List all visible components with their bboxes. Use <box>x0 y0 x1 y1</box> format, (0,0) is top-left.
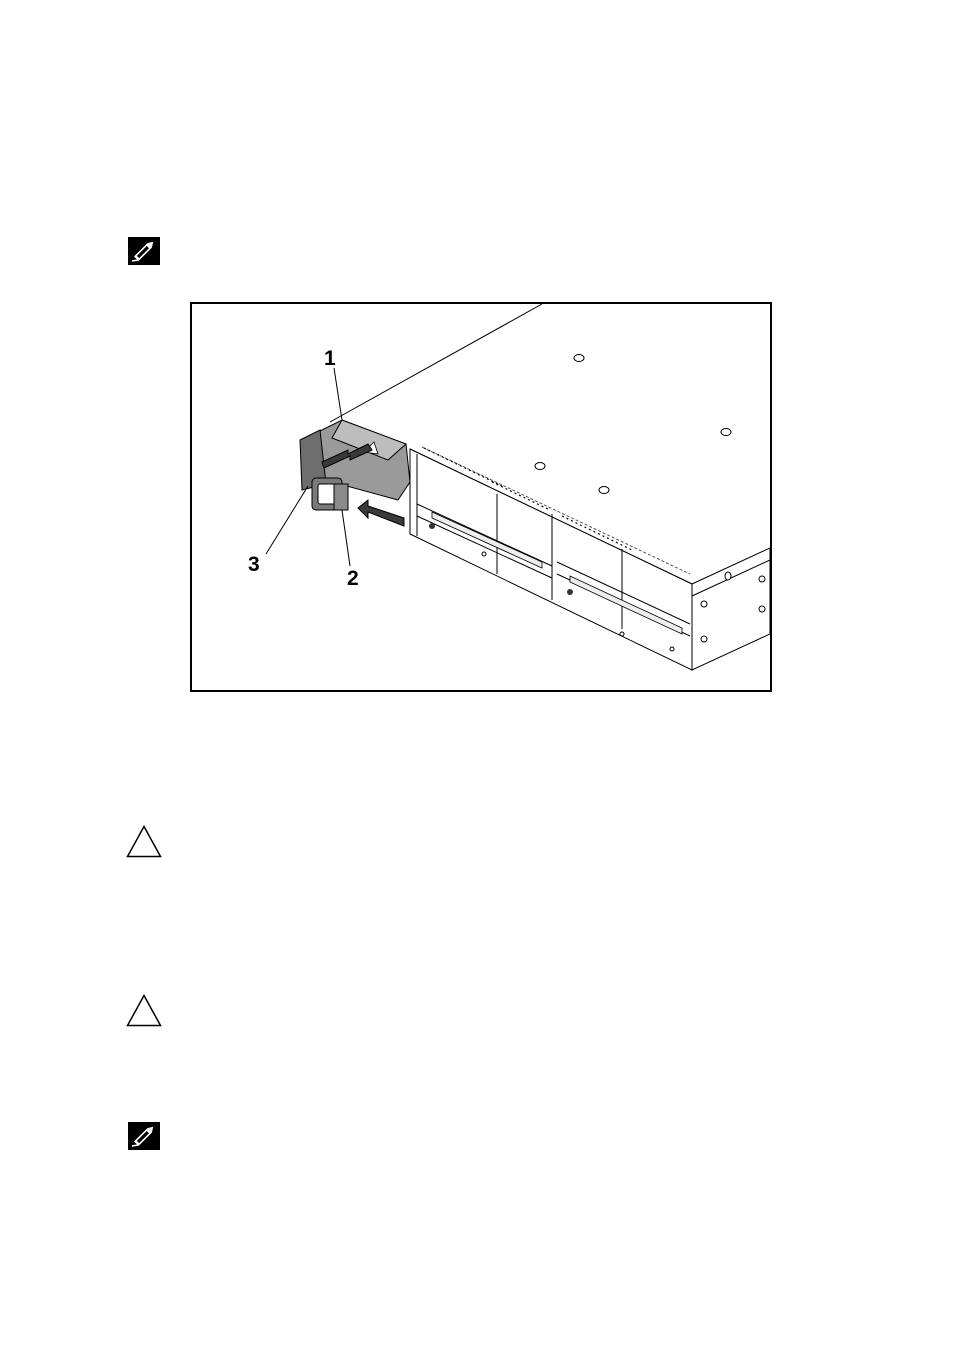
note-pencil-icon <box>128 237 160 265</box>
server-chassis-illustration <box>192 304 770 690</box>
caution-triangle-icon <box>126 994 162 1027</box>
note-pencil-icon <box>128 1122 160 1150</box>
callout-1: 1 <box>324 348 336 369</box>
psu-removal-figure: 1 2 3 <box>190 302 772 692</box>
callout-2: 2 <box>347 568 359 589</box>
callout-3: 3 <box>248 554 260 575</box>
caution-triangle-icon <box>126 825 162 858</box>
